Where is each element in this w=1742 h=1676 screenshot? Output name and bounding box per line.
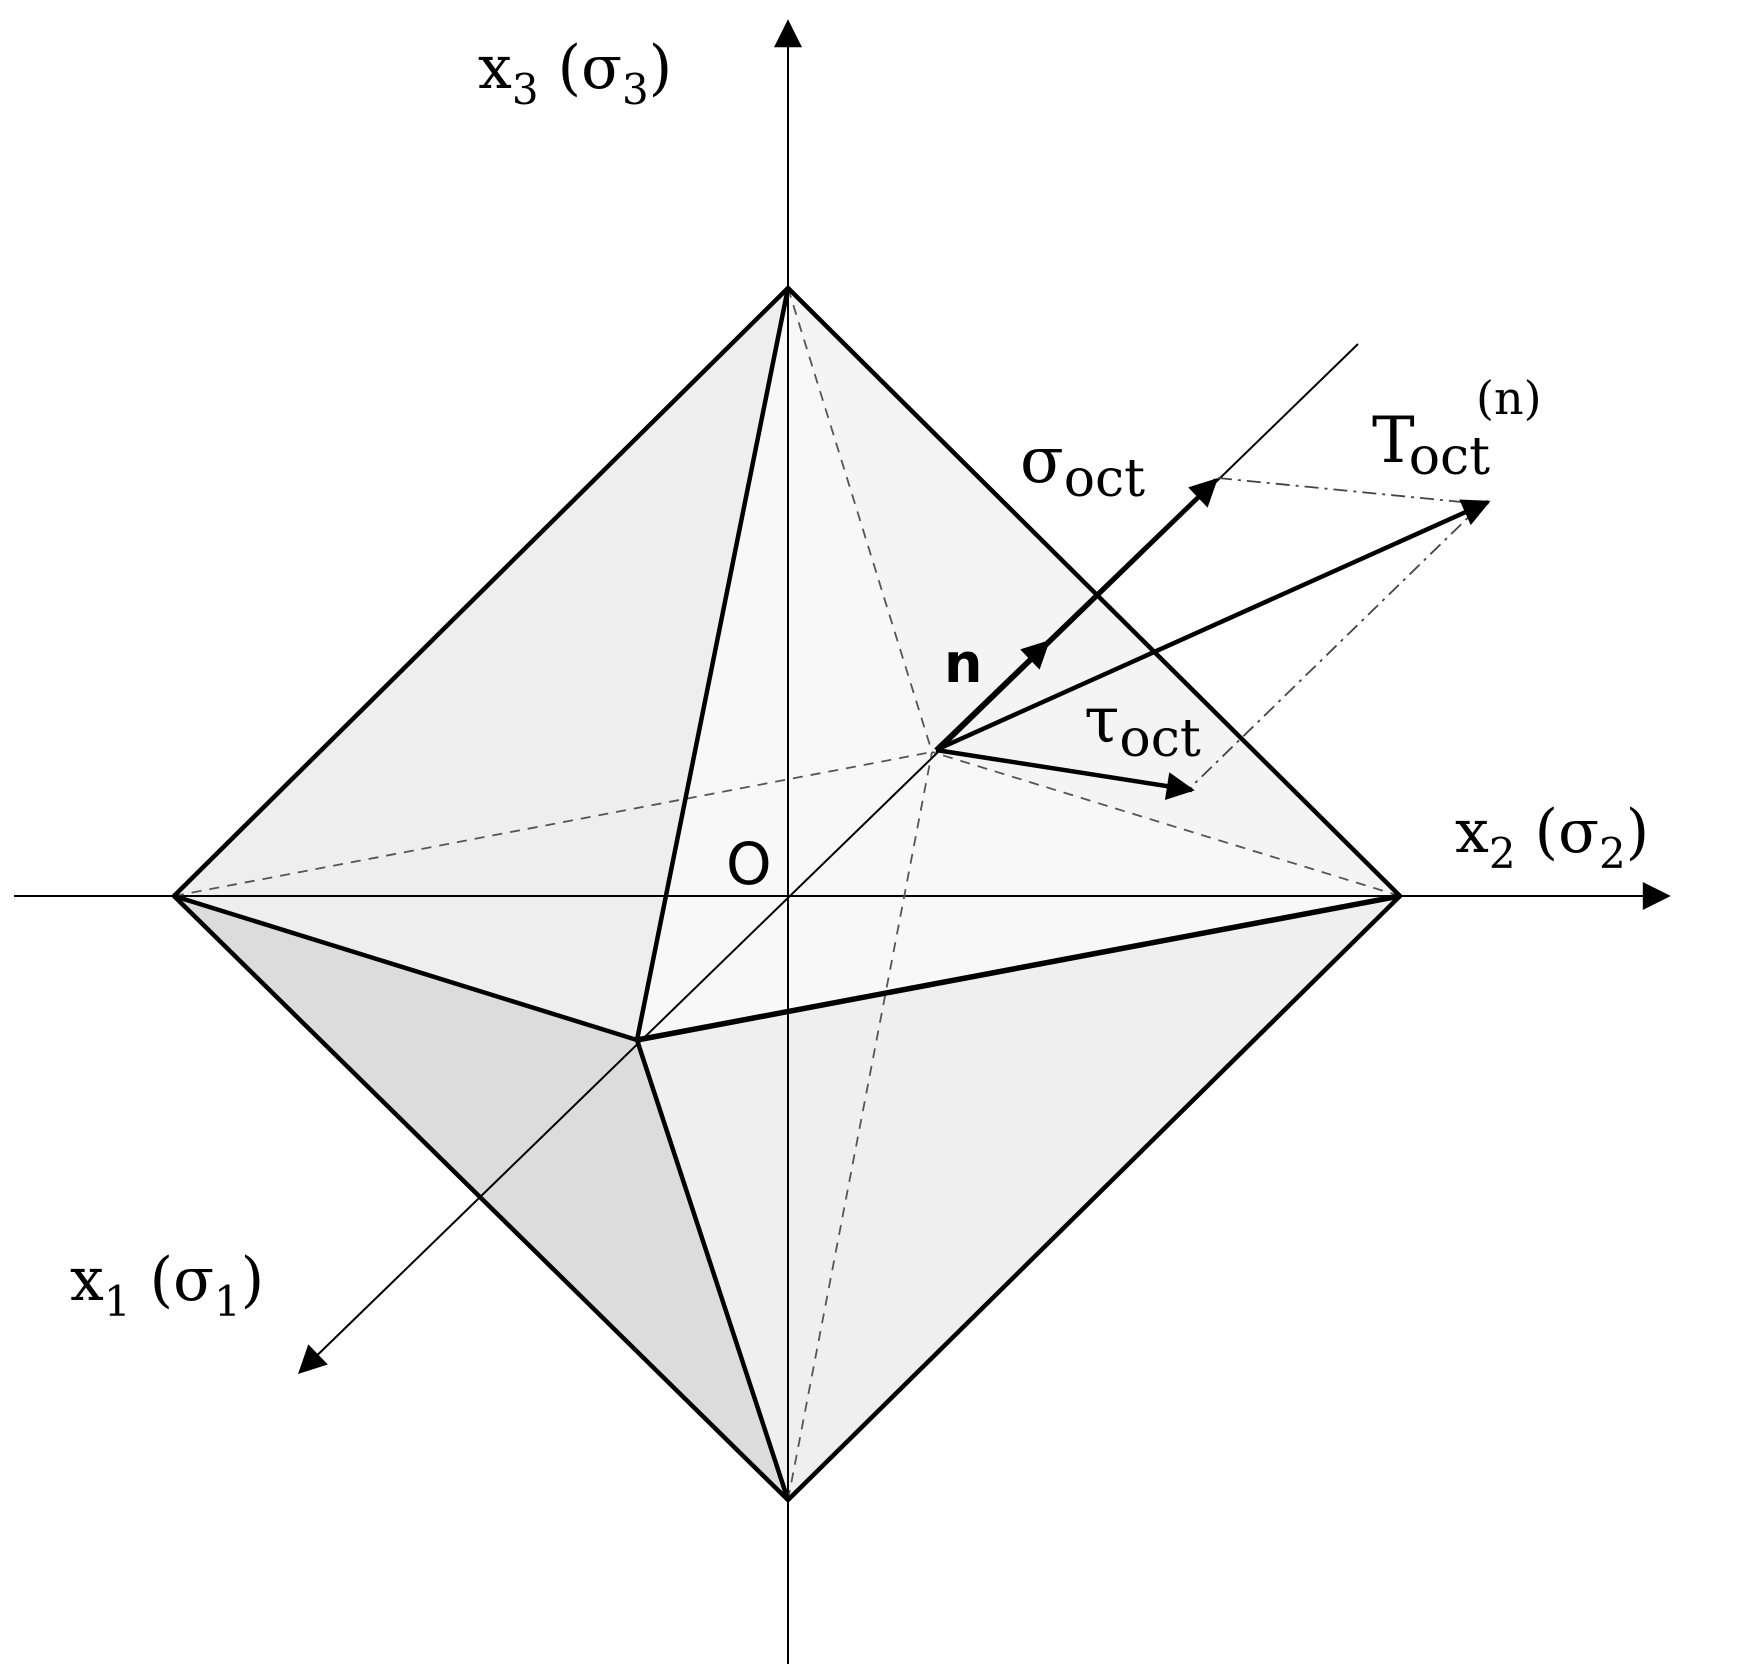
x3-axis-label: x3 (σ3) — [478, 33, 672, 114]
hidden-edge-left-back — [173, 751, 933, 897]
sigma-oct-label: σoct — [1020, 424, 1145, 509]
hidden-edges — [173, 287, 1401, 1501]
normal-label: n — [944, 632, 982, 695]
traction-label: Toct — [1372, 404, 1490, 487]
construction-lines — [1187, 477, 1483, 791]
hidden-edge-top-back — [787, 287, 933, 753]
tau-oct-arrow — [935, 747, 1195, 800]
face-upper-left — [174, 288, 788, 1040]
hidden-edge-bottom-back — [787, 751, 933, 1501]
edge-top-front — [634, 287, 791, 1041]
visible-edges — [171, 285, 1403, 1503]
stress-vectors — [934, 478, 1491, 800]
x1-axis-label: x1 (σ1) — [70, 1245, 264, 1326]
x2-axis-label: x2 (σ2) — [1455, 797, 1649, 878]
hidden-edge-right-back — [931, 751, 1401, 897]
face-lower-right — [637, 896, 1400, 1500]
traction-to-tau-line — [1187, 503, 1483, 791]
traction-superscript: (n) — [1476, 371, 1542, 425]
tau-oct-label: τoct — [1084, 684, 1201, 769]
normal-n-arrow — [934, 640, 1051, 752]
edge-left-front — [173, 893, 638, 1043]
edge-right-front — [636, 893, 1401, 1043]
origin-label: O — [726, 830, 772, 898]
traction-arrow — [935, 499, 1491, 753]
edge-bottom-front — [634, 1039, 791, 1501]
